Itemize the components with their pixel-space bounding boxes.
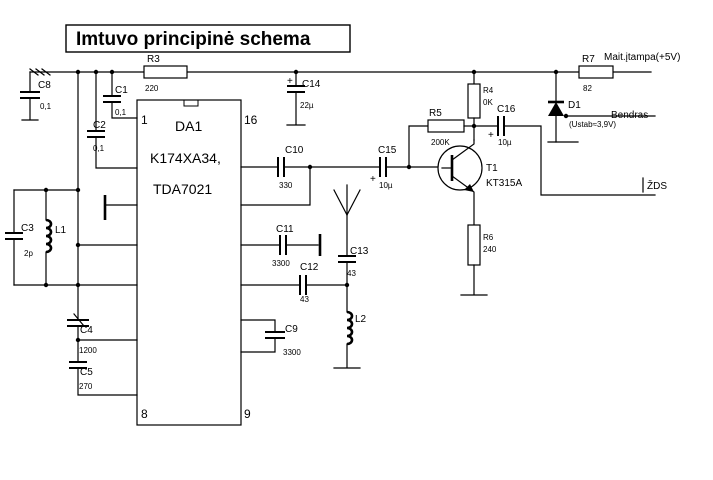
svg-text:+: + bbox=[488, 130, 494, 141]
c15-label: C15 bbox=[378, 145, 397, 156]
capacitor-c8: C8 0,1 bbox=[20, 71, 52, 121]
r4-value: 0K bbox=[483, 98, 493, 107]
r3-value: 220 bbox=[145, 84, 159, 93]
supply-rail bbox=[29, 68, 652, 76]
title-box: Imtuvo principinė schema bbox=[65, 24, 351, 53]
c13-label: C13 bbox=[350, 246, 369, 257]
capacitor-c5: C5 270 bbox=[69, 361, 138, 396]
r6-label: R6 bbox=[483, 233, 494, 242]
c9-value: 3300 bbox=[283, 348, 301, 357]
c5-value: 270 bbox=[79, 382, 93, 391]
transistor-stage: R4 0K R5 200K T1 KT315A R6 240 + C16 10µ bbox=[408, 71, 656, 296]
svg-text:+: + bbox=[370, 174, 376, 185]
c9-label: C9 bbox=[285, 324, 298, 335]
c3-label: C3 bbox=[21, 223, 34, 234]
l2-label: L2 bbox=[355, 314, 367, 325]
c16-value: 10µ bbox=[498, 138, 512, 147]
supply-output: R7 82 D1 (Ustab≈3,9V) Mait.įtampa(+5V) B… bbox=[547, 52, 680, 193]
c1-label: C1 bbox=[115, 85, 128, 96]
capacitor-c2: C2 0,1 bbox=[87, 71, 138, 169]
svg-text:+: + bbox=[287, 76, 293, 87]
c4-label: C4 bbox=[80, 325, 93, 336]
c2-value: 0,1 bbox=[93, 144, 105, 153]
capacitor-c4: C4 1200 bbox=[67, 313, 138, 363]
c15-value: 10µ bbox=[379, 181, 393, 190]
c11-value: 3300 bbox=[272, 259, 290, 268]
c10-value: 330 bbox=[279, 181, 293, 190]
ic-part-1: K174XA34, bbox=[150, 150, 221, 166]
ic-da1: DA1 K174XA34, TDA7021 1 16 8 9 bbox=[136, 99, 258, 426]
common-terminal-label: Bendras bbox=[611, 110, 648, 121]
capacitor-c1: C1 0,1 bbox=[103, 71, 138, 119]
c2-label: C2 bbox=[93, 120, 106, 131]
ic-pin-9: 9 bbox=[244, 407, 251, 421]
r3-label: R3 bbox=[147, 54, 160, 65]
c8-value: 0,1 bbox=[40, 102, 52, 111]
ic-pin-8: 8 bbox=[141, 407, 148, 421]
c14-value: 22µ bbox=[300, 101, 314, 110]
capacitor-c3: C3 2p bbox=[5, 189, 34, 286]
antenna-section: C13 43 L2 bbox=[333, 184, 369, 369]
inductor-l1: L1 bbox=[43, 187, 67, 288]
c5-label: C5 bbox=[80, 367, 93, 378]
c8-label: C8 bbox=[38, 80, 51, 91]
c11-label: C11 bbox=[276, 224, 294, 235]
c4-value: 1200 bbox=[79, 346, 97, 355]
l1-label: L1 bbox=[55, 225, 67, 236]
t1-label: T1 bbox=[486, 163, 498, 174]
ic-right-side: C10 330 + C15 10µ C11 3300 C12 43 C9 330… bbox=[103, 145, 443, 357]
c16-label: C16 bbox=[497, 104, 516, 115]
c13-value: 43 bbox=[347, 269, 356, 278]
page-title: Imtuvo principinė schema bbox=[76, 29, 311, 50]
t1-body bbox=[437, 145, 483, 191]
ic-part-2: TDA7021 bbox=[153, 181, 212, 197]
r7-value: 82 bbox=[583, 84, 592, 93]
d1-value: (Ustab≈3,9V) bbox=[569, 120, 616, 129]
t1-value: KT315A bbox=[486, 178, 522, 189]
left-tank bbox=[13, 71, 138, 321]
r5-label: R5 bbox=[429, 108, 442, 119]
capacitor-c14: + C14 22µ bbox=[286, 71, 321, 126]
ic-pin-1: 1 bbox=[141, 113, 148, 127]
c14-label: C14 bbox=[302, 79, 321, 90]
d1-label: D1 bbox=[568, 100, 581, 111]
output-terminal-label: ŽDS bbox=[647, 179, 667, 192]
c12-label: C12 bbox=[300, 262, 319, 273]
supply-terminal-label: Mait.įtampa(+5V) bbox=[604, 52, 680, 63]
r4-label: R4 bbox=[483, 86, 494, 95]
r6-value: 240 bbox=[483, 245, 497, 254]
ic-pin-16: 16 bbox=[244, 113, 258, 127]
ic-name: DA1 bbox=[175, 118, 202, 134]
c10-label: C10 bbox=[285, 145, 304, 156]
c3-value: 2p bbox=[24, 249, 33, 258]
resistor-r3: R3 220 bbox=[143, 54, 188, 93]
c12-value: 43 bbox=[300, 295, 309, 304]
c1-value: 0,1 bbox=[115, 108, 127, 117]
r5-value: 200K bbox=[431, 138, 450, 147]
r7-label: R7 bbox=[582, 54, 595, 65]
